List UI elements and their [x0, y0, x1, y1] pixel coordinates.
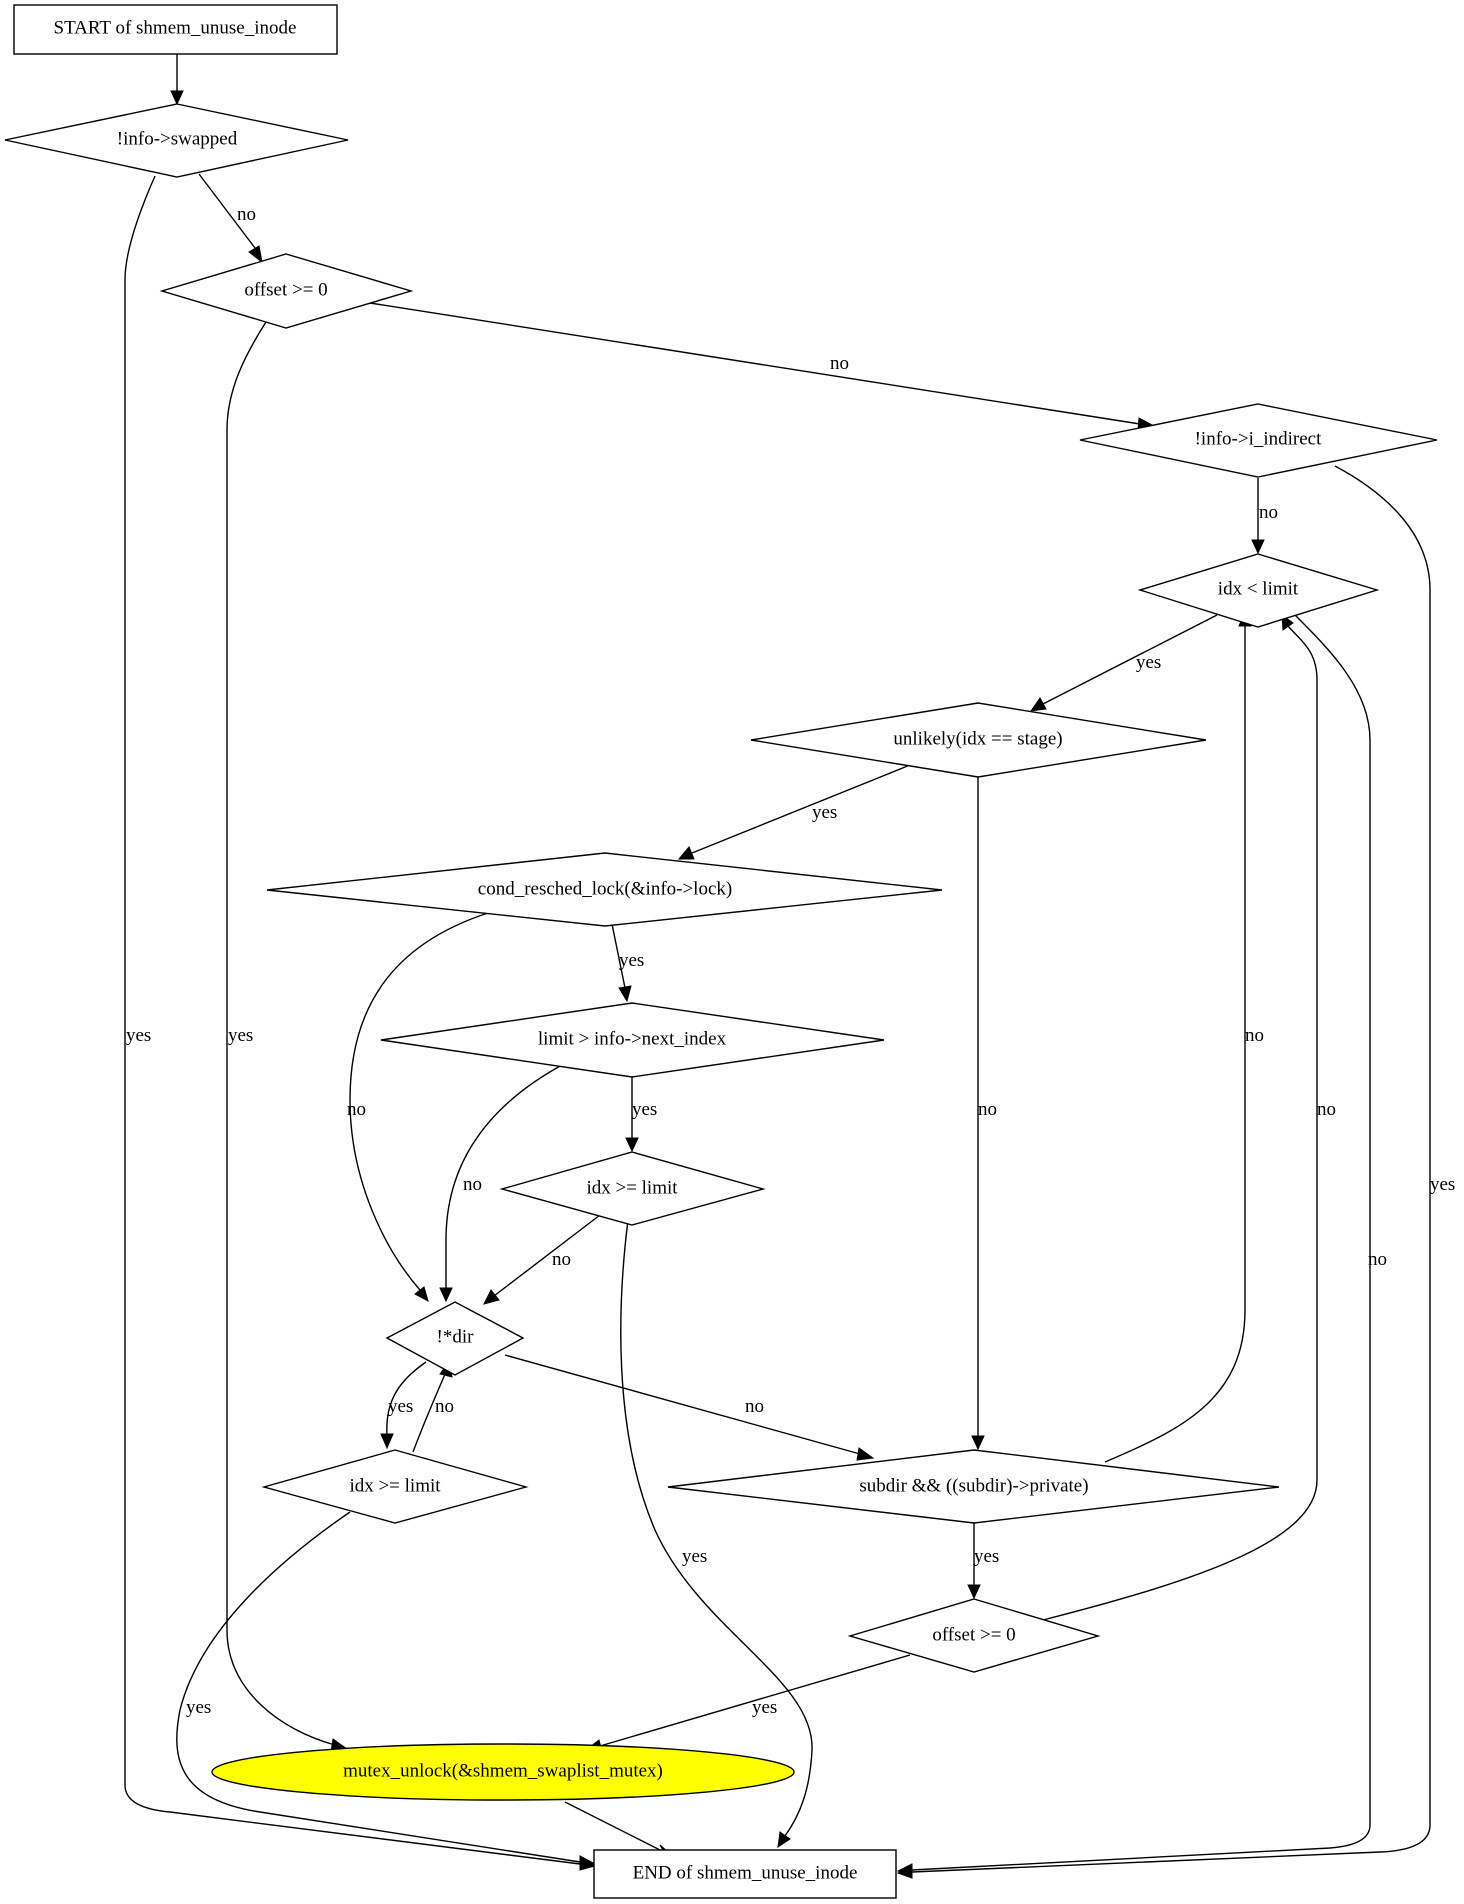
edge-label: no — [435, 1396, 454, 1417]
edge-limit-to-dir: no — [439, 1064, 563, 1303]
edge-label: yes — [974, 1546, 999, 1567]
decision-node-unlikely: unlikely(idx == stage) — [750, 702, 1207, 778]
edge-label: no — [1259, 502, 1278, 523]
decision-node-subdir: subdir && ((subdir)->private) — [667, 1449, 1280, 1524]
edge-label: yes — [1136, 652, 1161, 673]
node-label: subdir && ((subdir)->private) — [859, 1475, 1088, 1496]
edge-offset2-to-idx: no — [1042, 613, 1336, 1621]
decision-node-offset-2: offset >= 0 — [847, 1598, 1101, 1673]
node-label: limit > info->next_index — [538, 1028, 727, 1049]
node-label: START of shmem_unuse_inode — [54, 17, 297, 38]
edge-label: no — [237, 204, 256, 225]
start-node: START of shmem_unuse_inode — [13, 4, 338, 55]
edge-label: yes — [632, 1099, 657, 1120]
edge-label: no — [1317, 1099, 1336, 1120]
decision-node-idx-ge-limit: idx >= limit — [499, 1151, 766, 1226]
edge-label: no — [463, 1174, 482, 1195]
edge-swapped-to-offset1: no — [198, 173, 263, 264]
edge-dir-to-idxge2: yes — [380, 1361, 427, 1450]
edge-idxge1-to-dir: no — [483, 1214, 601, 1305]
edge-offset2-to-mutex: yes — [584, 1654, 911, 1753]
edge-mutex-to-end — [564, 1801, 676, 1858]
edge-cond-to-dir: no — [347, 912, 489, 1303]
edge-idx-to-end: no — [896, 614, 1387, 1877]
node-label: idx >= limit — [586, 1177, 678, 1198]
edge-label: yes — [619, 950, 644, 971]
edge-dir-to-subdir: no — [504, 1354, 875, 1461]
edge-indirect-to-idx-lt-limit: no — [1251, 478, 1278, 555]
node-label: !*dir — [437, 1326, 475, 1347]
decision-node-limit-gt: limit > info->next_index — [380, 1002, 885, 1078]
decision-node-idx-lt-limit: idx < limit — [1137, 553, 1380, 628]
node-label: idx >= limit — [349, 1475, 441, 1496]
decision-node-offset: offset >= 0 — [159, 253, 414, 329]
node-label: offset >= 0 — [932, 1624, 1015, 1645]
edge-idxge2-to-dir: no — [412, 1360, 454, 1453]
decision-node-indirect: !info->i_indirect — [1079, 403, 1438, 478]
edge-label: yes — [186, 1697, 211, 1718]
edge-label: no — [1245, 1025, 1264, 1046]
edge-label: no — [347, 1099, 366, 1120]
edge-unlikely-to-subdir: no — [971, 775, 997, 1451]
edge-offset1-to-mutex: yes — [226, 321, 349, 1753]
mutex-unlock-node: mutex_unlock(&shmem_swaplist_mutex) — [211, 1743, 795, 1801]
edge-subdir-to-offset2: yes — [967, 1522, 999, 1600]
edge-idxge2-to-end: yes — [176, 1511, 597, 1869]
edge-start-to-swapped — [170, 54, 184, 106]
end-node: END of shmem_unuse_inode — [593, 1849, 897, 1899]
edge-label: yes — [812, 802, 837, 823]
node-label: mutex_unlock(&shmem_swaplist_mutex) — [343, 1760, 663, 1781]
edge-label: no — [978, 1099, 997, 1120]
node-label: cond_resched_lock(&info->lock) — [478, 878, 732, 899]
edge-label: yes — [752, 1697, 777, 1718]
decision-node-idx-ge-limit-2: idx >= limit — [261, 1449, 529, 1524]
edge-label: no — [745, 1396, 764, 1417]
edge-label: yes — [228, 1025, 253, 1046]
edge-idx-to-unlikely: yes — [1029, 614, 1218, 712]
edge-label: yes — [682, 1546, 707, 1567]
node-label: idx < limit — [1218, 578, 1299, 599]
node-label: offset >= 0 — [244, 279, 327, 300]
edge-label: yes — [126, 1025, 151, 1046]
node-label: END of shmem_unuse_inode — [633, 1862, 858, 1883]
node-label: !info->swapped — [117, 128, 238, 149]
edge-label: yes — [388, 1396, 413, 1417]
edge-unlikely-to-cond: yes — [677, 764, 911, 860]
node-label: !info->i_indirect — [1195, 428, 1323, 449]
edge-idxge1-to-end: yes — [620, 1219, 813, 1849]
edge-limit-to-idxge1: yes — [625, 1075, 657, 1153]
edge-label: no — [830, 353, 849, 374]
edge-label: no — [552, 1249, 571, 1270]
decision-node-cond-resched: cond_resched_lock(&info->lock) — [266, 852, 943, 927]
node-label: unlikely(idx == stage) — [893, 728, 1062, 749]
decision-node-swapped: !info->swapped — [4, 103, 349, 178]
edge-label: yes — [1430, 1174, 1455, 1195]
edge-offset1-to-indirect: no — [369, 302, 1156, 432]
edge-label: no — [1368, 1249, 1387, 1270]
decision-node-dir: !*dir — [385, 1301, 525, 1376]
edge-cond-to-limit: yes — [611, 923, 644, 1003]
